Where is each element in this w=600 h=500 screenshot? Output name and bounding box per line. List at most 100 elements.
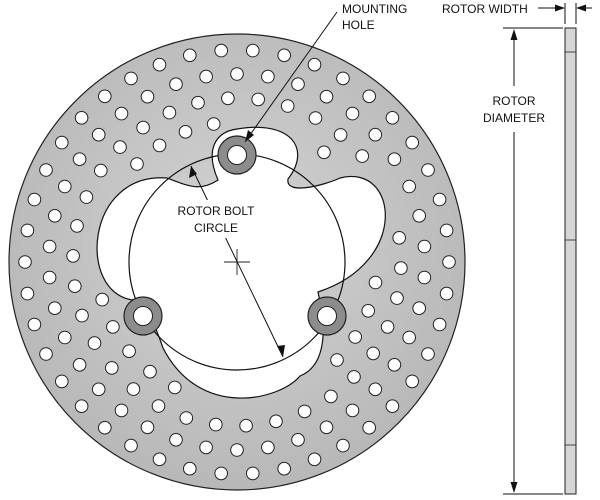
mounting-holes bbox=[123, 135, 347, 336]
drilled-hole bbox=[239, 418, 253, 433]
drilled-hole bbox=[417, 239, 432, 254]
drilled-hole bbox=[317, 145, 331, 160]
drilled-hole bbox=[95, 292, 109, 307]
rotor-diameter-label-line1: ROTOR bbox=[492, 94, 535, 108]
drilled-hole bbox=[91, 382, 106, 397]
drilled-hole bbox=[66, 249, 80, 263]
bolt-circle-label-line2: CIRCLE bbox=[194, 221, 238, 235]
drilled-hole bbox=[183, 461, 197, 476]
rotor-center-cutout bbox=[96, 126, 386, 399]
drilled-hole bbox=[98, 89, 112, 104]
drilled-hole bbox=[70, 219, 84, 233]
drilled-hole bbox=[345, 106, 360, 121]
drilled-hole bbox=[39, 163, 53, 177]
drilled-hole bbox=[347, 370, 361, 384]
drilled-hole bbox=[27, 317, 42, 332]
drilled-hole bbox=[27, 192, 42, 207]
drilled-hole bbox=[412, 301, 427, 316]
drilled-hole bbox=[48, 301, 62, 316]
drilled-hole bbox=[169, 433, 183, 447]
drilled-hole bbox=[58, 330, 72, 345]
drilled-hole bbox=[280, 99, 295, 113]
drilled-hole bbox=[368, 382, 383, 397]
drilled-hole bbox=[152, 452, 167, 467]
drilled-hole bbox=[94, 163, 108, 178]
drilled-hole bbox=[214, 466, 228, 481]
drilled-hole bbox=[206, 117, 221, 131]
drilled-hole bbox=[291, 433, 305, 447]
mounting-hole-leader bbox=[244, 11, 338, 143]
drilled-hole bbox=[394, 261, 408, 275]
drilled-hole bbox=[87, 336, 102, 350]
drilled-hole bbox=[277, 461, 292, 476]
drilled-hole bbox=[124, 71, 138, 86]
drilled-hole bbox=[362, 420, 377, 435]
drilled-hole bbox=[151, 399, 166, 413]
bolt-circle-dimension bbox=[189, 165, 285, 358]
drilled-hole bbox=[214, 43, 228, 58]
drilled-hole bbox=[169, 77, 183, 91]
drilled-hole bbox=[402, 330, 417, 345]
drilled-hole bbox=[261, 69, 275, 84]
drilled-hole bbox=[106, 320, 120, 334]
drilled-hole bbox=[91, 127, 106, 142]
mounting-hole-right bbox=[307, 296, 347, 336]
drilled-hole bbox=[18, 255, 32, 269]
drilled-hole bbox=[362, 89, 377, 104]
rotor-diameter-dimension bbox=[503, 27, 563, 495]
mounting-hole-top bbox=[217, 135, 257, 175]
drilled-hole bbox=[432, 317, 447, 332]
drilled-hole bbox=[105, 361, 119, 375]
drilled-hole bbox=[246, 43, 260, 58]
drilled-hole bbox=[405, 135, 420, 150]
bolt-circle-label-line1: ROTOR BOLT bbox=[178, 204, 256, 218]
drilled-hole bbox=[162, 105, 177, 120]
rotor-diameter-label-line2: DIAMETER bbox=[483, 111, 545, 125]
drilled-hole bbox=[439, 286, 454, 301]
mounting-hole-left bbox=[123, 296, 163, 336]
drilled-hole bbox=[261, 440, 275, 455]
drilled-hole bbox=[230, 67, 244, 81]
drilled-hole bbox=[421, 163, 435, 177]
drilled-hole bbox=[366, 346, 381, 361]
drilled-hole bbox=[221, 91, 235, 106]
drilled-hole bbox=[336, 438, 350, 453]
drilled-hole bbox=[308, 111, 323, 125]
drilled-hole bbox=[68, 279, 82, 294]
drilled-hole bbox=[402, 179, 417, 194]
drilled-hole bbox=[387, 358, 402, 372]
drilled-hole bbox=[79, 190, 94, 204]
drilled-holes bbox=[18, 43, 456, 481]
drilled-hole bbox=[368, 127, 383, 142]
drilled-hole bbox=[319, 89, 334, 104]
drilled-hole bbox=[251, 92, 266, 107]
drilled-hole bbox=[152, 138, 167, 153]
drilled-hole bbox=[136, 120, 150, 135]
drilled-hole bbox=[412, 209, 427, 223]
drilled-hole bbox=[421, 347, 435, 361]
rotor-edge-view bbox=[564, 27, 577, 495]
drilled-hole bbox=[130, 157, 144, 171]
drilled-hole bbox=[183, 48, 197, 63]
drilled-hole bbox=[178, 125, 193, 139]
drilled-hole bbox=[75, 308, 89, 323]
drilled-hole bbox=[124, 438, 138, 453]
rotor-width-dimension bbox=[538, 3, 592, 24]
mounting-hole-label-line1: MOUNTING bbox=[342, 2, 407, 16]
drilled-hole bbox=[405, 374, 420, 389]
drilled-hole bbox=[246, 466, 260, 481]
drilled-hole bbox=[72, 152, 87, 166]
drilled-hole bbox=[368, 275, 383, 290]
drilled-hole bbox=[199, 440, 213, 455]
drilled-hole bbox=[307, 452, 322, 467]
drilled-hole bbox=[387, 152, 402, 166]
drilled-hole bbox=[114, 403, 129, 418]
drilled-hole bbox=[114, 106, 129, 121]
bolt-circle-label-bg bbox=[162, 200, 270, 238]
drilled-hole bbox=[55, 374, 69, 389]
drilled-hole bbox=[39, 347, 53, 361]
drilled-hole bbox=[191, 95, 205, 110]
drilled-hole bbox=[98, 420, 112, 435]
